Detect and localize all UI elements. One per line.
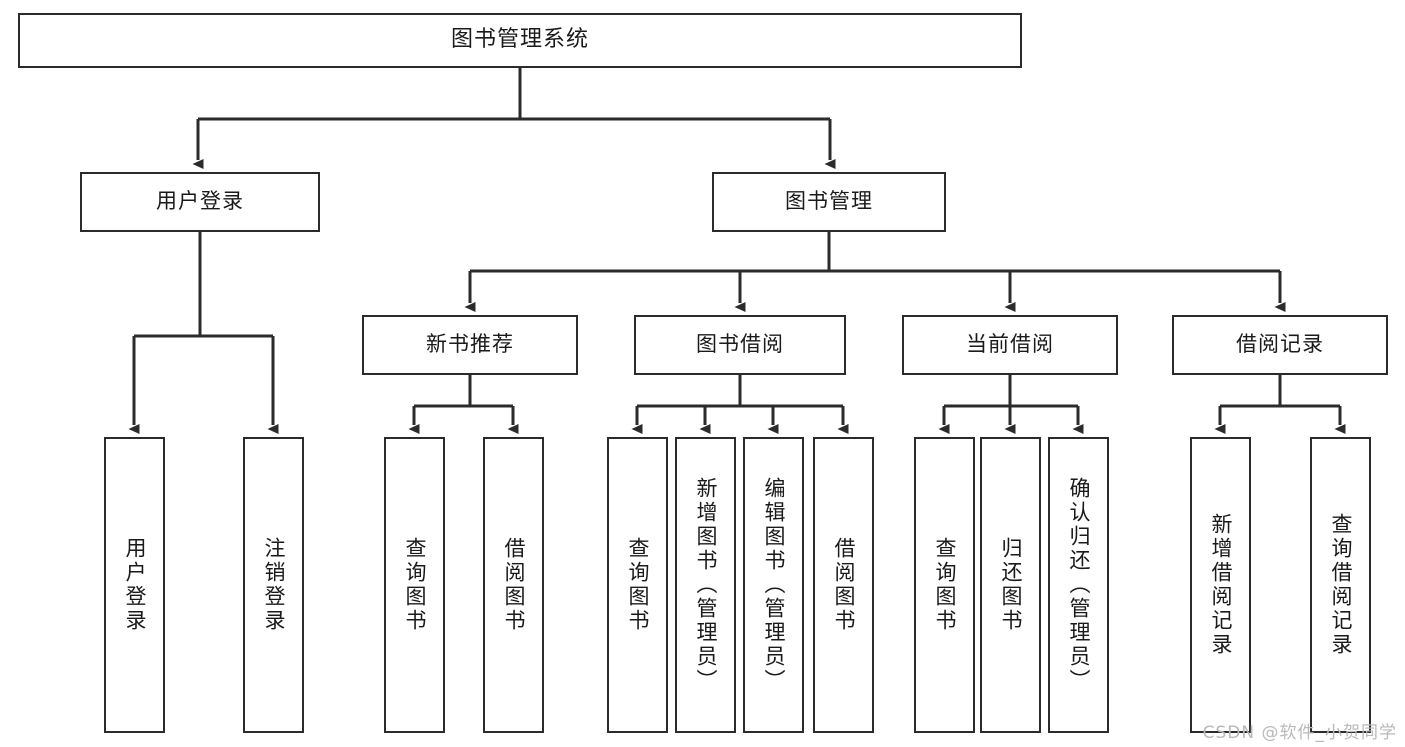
leaf-label: 新增图书（管理员） xyxy=(694,477,718,693)
csdn-watermark: CSDN @软件_小贺同学 xyxy=(1202,723,1397,743)
node-user-login[interactable]: 用户登录 xyxy=(80,172,320,232)
node-borrow-records[interactable]: 借阅记录 xyxy=(1172,315,1388,375)
leaf-label: 借阅图书 xyxy=(502,537,526,633)
leaf-logout[interactable]: 注销登录 xyxy=(243,437,304,733)
node-book-management[interactable]: 图书管理 xyxy=(712,172,946,232)
node-new-book-recommend[interactable]: 新书推荐 xyxy=(362,315,578,375)
leaf-label: 查询图书 xyxy=(933,537,957,633)
leaf-add-book-admin[interactable]: 新增图书（管理员） xyxy=(675,437,736,733)
leaf-query-books-recommend[interactable]: 查询图书 xyxy=(384,437,445,733)
leaf-confirm-return-admin[interactable]: 确认归还（管理员） xyxy=(1048,437,1109,733)
leaf-edit-book-admin[interactable]: 编辑图书（管理员） xyxy=(743,437,804,733)
leaf-label: 新增借阅记录 xyxy=(1209,513,1233,657)
leaf-query-borrow-record[interactable]: 查询借阅记录 xyxy=(1310,437,1371,733)
leaf-label: 查询图书 xyxy=(403,537,427,633)
leaf-borrow-books-recommend[interactable]: 借阅图书 xyxy=(483,437,544,733)
node-current-borrow[interactable]: 当前借阅 xyxy=(902,315,1118,375)
leaf-query-books-current[interactable]: 查询图书 xyxy=(914,437,975,733)
node-book-borrow[interactable]: 图书借阅 xyxy=(634,315,846,375)
leaf-label: 用户登录 xyxy=(123,537,147,633)
leaf-label: 查询图书 xyxy=(626,537,650,633)
leaf-user-login[interactable]: 用户登录 xyxy=(104,437,165,733)
leaf-borrow-books[interactable]: 借阅图书 xyxy=(813,437,874,733)
leaf-label: 确认归还（管理员） xyxy=(1067,477,1091,693)
leaf-label: 查询借阅记录 xyxy=(1329,513,1353,657)
node-root-system[interactable]: 图书管理系统 xyxy=(18,13,1022,68)
leaf-label: 注销登录 xyxy=(262,537,286,633)
leaf-add-borrow-record[interactable]: 新增借阅记录 xyxy=(1190,437,1251,733)
leaf-label: 编辑图书（管理员） xyxy=(762,477,786,693)
leaf-return-books[interactable]: 归还图书 xyxy=(980,437,1041,733)
leaf-query-books[interactable]: 查询图书 xyxy=(607,437,668,733)
leaf-label: 借阅图书 xyxy=(832,537,856,633)
leaf-label: 归还图书 xyxy=(999,537,1023,633)
